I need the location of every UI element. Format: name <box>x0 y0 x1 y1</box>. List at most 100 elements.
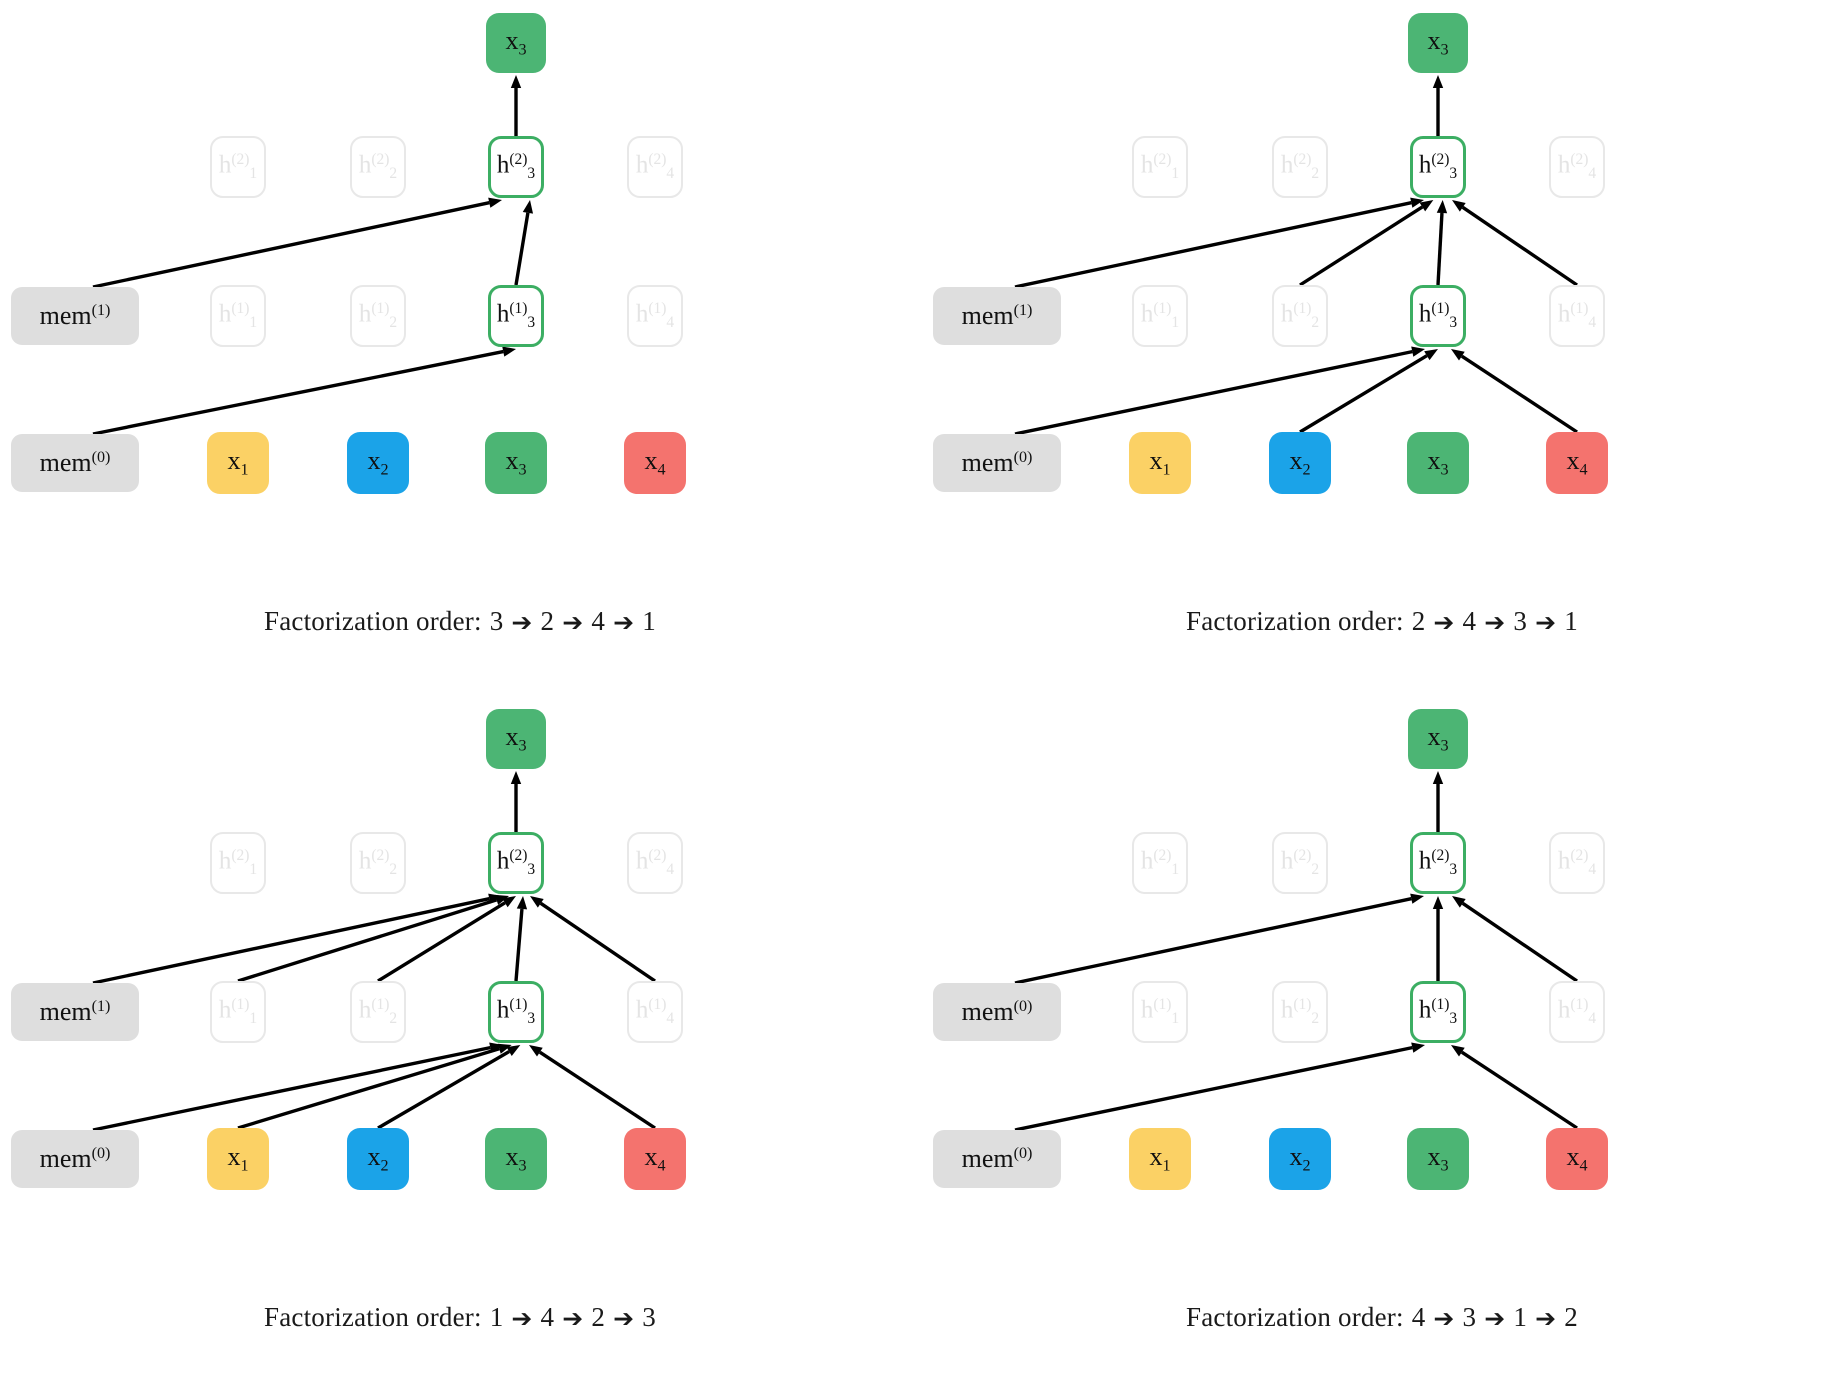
edge-mem_top-to-h2 <box>92 197 502 289</box>
token-node-x4-label: x4 <box>1566 445 1588 479</box>
memory-node-lower-label: mem(0) <box>961 448 1033 477</box>
hidden-node-h1-layer1-label: h(1)1 <box>218 996 258 1028</box>
output-node-x3: x3 <box>486 13 546 73</box>
hidden-node-h3-layer2-active-label: h(2)3 <box>496 847 536 879</box>
hidden-node-h3-layer1-active: h(1)3 <box>1410 981 1466 1043</box>
caption-order-value: 1 <box>489 1302 504 1332</box>
panel-top-right-edges <box>1014 75 1578 436</box>
edge-mem_top-to-h2 <box>1014 197 1424 289</box>
factorization-order-caption: Factorization order:3➔2➔4➔1 <box>0 606 922 637</box>
token-node-x2-label: x2 <box>367 1141 389 1175</box>
hidden-node-h4-layer2-label: h(2)4 <box>1557 151 1597 183</box>
memory-node-upper: mem(1) <box>933 287 1061 345</box>
memory-node-lower: mem(0) <box>933 434 1061 492</box>
token-node-x1: x1 <box>207 1128 269 1190</box>
hidden-node-h2-layer1-label: h(1)2 <box>1280 300 1320 332</box>
hidden-node-h4-layer2-label: h(2)4 <box>635 847 675 879</box>
caption-order-value: 2 <box>591 1302 606 1332</box>
hidden-node-h3-layer1-active-label: h(1)3 <box>496 996 536 1028</box>
token-node-x1: x1 <box>207 432 269 494</box>
caption-arrow-icon: ➔ <box>613 608 635 637</box>
edge-h1_4-to-h2 <box>1452 896 1578 983</box>
hidden-node-h1-layer1-label: h(1)1 <box>1140 996 1180 1028</box>
hidden-node-h4-layer2: h(2)4 <box>1549 136 1605 198</box>
memory-node-lower: mem(0) <box>11 1130 139 1188</box>
factorization-order-caption: Factorization order:1➔4➔2➔3 <box>0 1302 922 1333</box>
token-node-x1-label: x1 <box>1149 445 1171 479</box>
edge-x4-to-h1 <box>1451 1045 1578 1130</box>
output-node-x3: x3 <box>486 709 546 769</box>
hidden-node-h2-layer1: h(1)2 <box>350 285 406 347</box>
hidden-node-h2-layer1: h(1)2 <box>350 981 406 1043</box>
memory-node-upper: mem(0) <box>933 983 1061 1041</box>
caption-order-value: 1 <box>642 606 656 636</box>
hidden-node-h1-layer2: h(2)1 <box>210 136 266 198</box>
hidden-node-h3-layer1-active: h(1)3 <box>1410 285 1466 347</box>
caption-order-value: 3 <box>489 606 504 636</box>
token-node-x1: x1 <box>1129 1128 1191 1190</box>
edge-mem_bottom-to-h1 <box>92 346 516 436</box>
hidden-node-h1-layer1: h(1)1 <box>210 981 266 1043</box>
caption-prefix: Factorization order: <box>264 1302 482 1332</box>
memory-node-upper: mem(1) <box>11 287 139 345</box>
memory-node-lower-label: mem(0) <box>961 1144 1033 1173</box>
hidden-node-h3-layer1-active-label: h(1)3 <box>1418 996 1458 1028</box>
caption-arrow-icon: ➔ <box>562 1304 584 1333</box>
output-node-x3: x3 <box>1408 709 1468 769</box>
edge-h1_1-to-h2 <box>237 894 509 983</box>
caption-arrow-icon: ➔ <box>1535 608 1557 637</box>
hidden-node-h1-layer2: h(2)1 <box>1132 832 1188 894</box>
factorization-order-caption: Factorization order:2➔4➔3➔1 <box>922 606 1844 637</box>
caption-arrow-icon: ➔ <box>1484 608 1506 637</box>
edge-h1_4-to-h2 <box>1452 200 1578 287</box>
memory-node-upper-label: mem(0) <box>961 997 1033 1026</box>
hidden-node-h1-layer1: h(1)1 <box>1132 981 1188 1043</box>
token-node-x1-label: x1 <box>1149 1141 1171 1175</box>
hidden-node-h2-layer2: h(2)2 <box>350 136 406 198</box>
output-node-x3-label: x3 <box>1427 25 1449 59</box>
edge-h2-to-output <box>1432 75 1444 136</box>
hidden-node-h2-layer1: h(1)2 <box>1272 285 1328 347</box>
caption-order-value: 4 <box>1462 606 1477 636</box>
output-node-x3-label: x3 <box>505 721 527 755</box>
hidden-node-h1-layer1-label: h(1)1 <box>1140 300 1180 332</box>
token-node-x4: x4 <box>1546 432 1608 494</box>
caption-arrow-icon: ➔ <box>1433 608 1455 637</box>
hidden-node-h4-layer2: h(2)4 <box>1549 832 1605 894</box>
edge-h2-to-output <box>1432 771 1444 832</box>
token-node-x2-label: x2 <box>1289 1141 1311 1175</box>
hidden-node-h1-layer2-label: h(2)1 <box>218 847 258 879</box>
hidden-node-h2-layer2: h(2)2 <box>1272 832 1328 894</box>
hidden-node-h3-layer1-active: h(1)3 <box>488 285 544 347</box>
hidden-node-h4-layer2: h(2)4 <box>627 136 683 198</box>
hidden-node-h2-layer2-label: h(2)2 <box>358 151 398 183</box>
hidden-node-h1-layer2-label: h(2)1 <box>218 151 258 183</box>
token-node-x2: x2 <box>1269 1128 1331 1190</box>
caption-order-value: 2 <box>1564 1302 1578 1332</box>
caption-arrow-icon: ➔ <box>511 608 533 637</box>
caption-prefix: Factorization order: <box>264 606 482 636</box>
hidden-node-h3-layer1-active-label: h(1)3 <box>496 300 536 332</box>
memory-node-lower-label: mem(0) <box>39 1144 111 1173</box>
token-node-x1-label: x1 <box>227 1141 249 1175</box>
token-node-x4: x4 <box>624 1128 686 1190</box>
hidden-node-h4-layer1-label: h(1)4 <box>1557 300 1597 332</box>
caption-order-value: 2 <box>540 606 555 636</box>
caption-arrow-icon: ➔ <box>613 1304 635 1333</box>
token-node-x3: x3 <box>1407 432 1469 494</box>
edge-x2-to-h1 <box>1299 349 1438 434</box>
edge-mem_bottom-to-h1 <box>1014 1042 1425 1132</box>
hidden-node-h3-layer2-active: h(2)3 <box>1410 136 1466 198</box>
hidden-node-h2-layer2-label: h(2)2 <box>358 847 398 879</box>
edge-h1_3-to-h2 <box>1432 896 1444 981</box>
hidden-node-h4-layer1: h(1)4 <box>627 981 683 1043</box>
token-node-x2-label: x2 <box>1289 445 1311 479</box>
token-node-x2: x2 <box>347 432 409 494</box>
caption-order-value: 2 <box>1411 606 1426 636</box>
token-node-x2-label: x2 <box>367 445 389 479</box>
edge-x4-to-h1 <box>529 1045 656 1130</box>
